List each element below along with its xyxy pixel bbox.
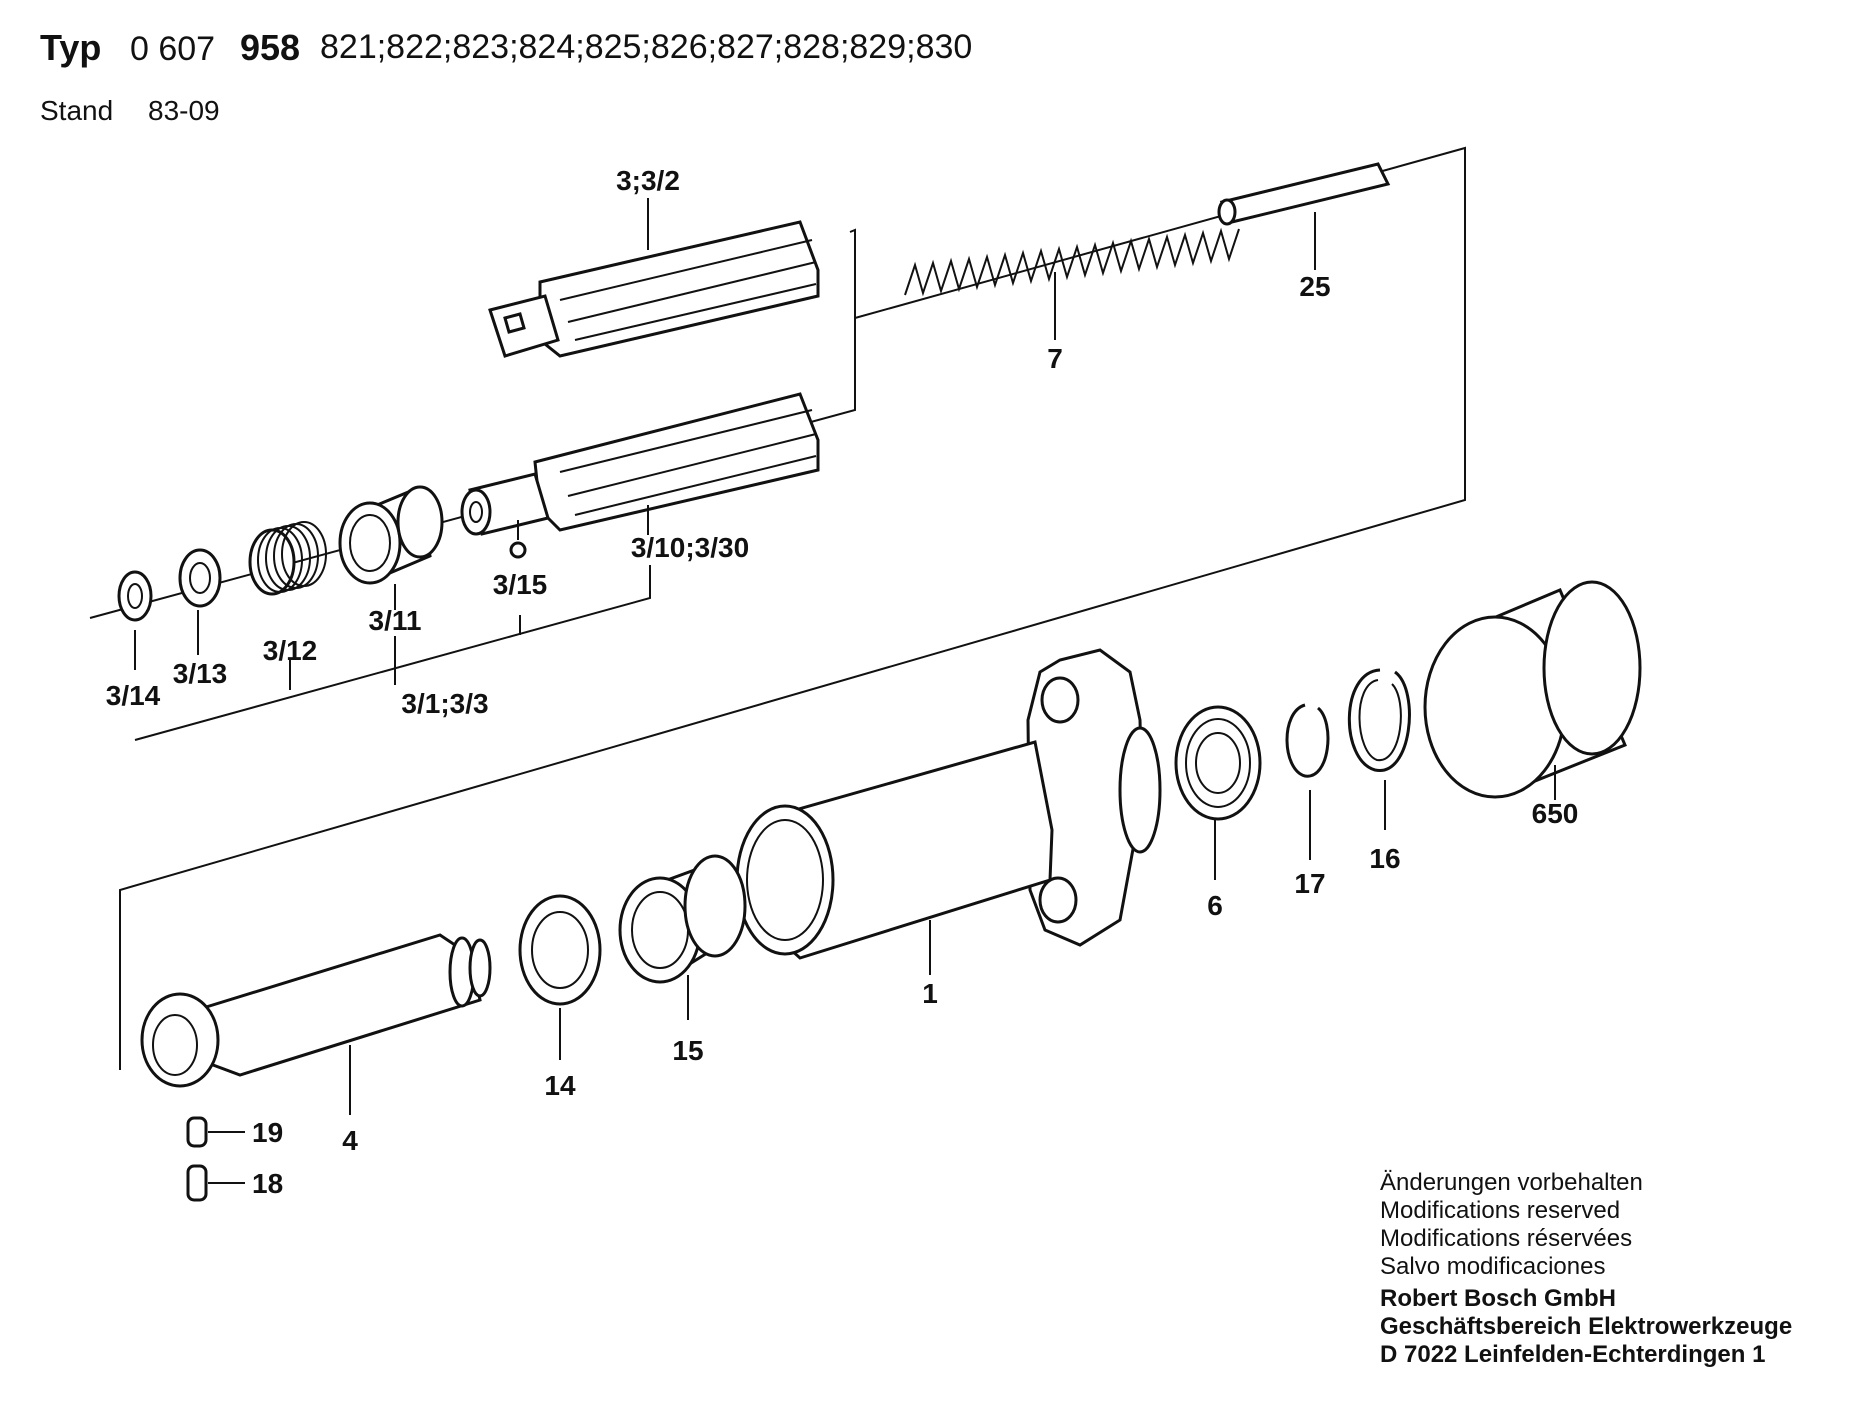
part-6-bearing — [1174, 705, 1262, 880]
part-3-3-2-splined-shaft — [488, 198, 820, 358]
part-7-spring — [904, 227, 1240, 340]
stand-label: Stand — [40, 95, 113, 126]
part-number-prefix: 0 607 — [130, 30, 215, 68]
callout-4: 4 — [342, 1125, 358, 1156]
part-3-13-washer — [178, 548, 222, 655]
callout-6: 6 — [1207, 890, 1223, 921]
footer-line-es: Salvo modificaciones — [1380, 1253, 1605, 1280]
part-number-variants: 821;822;823;824;825;826;827;828;829;830 — [320, 28, 972, 66]
callout-18: 18 — [252, 1168, 283, 1199]
part-16-circlip — [1347, 668, 1411, 830]
part-14-seal-ring — [518, 894, 602, 1060]
part-3-12-spring — [248, 521, 327, 690]
callout-3-10-3-30: 3/10;3/30 — [631, 532, 749, 563]
callout-650: 650 — [1532, 798, 1579, 829]
callout-3-14: 3/14 — [106, 680, 161, 711]
callout-3-13: 3/13 — [173, 658, 228, 689]
callout-3-12: 3/12 — [263, 635, 318, 666]
part-15-needle-bush — [618, 854, 747, 1020]
part-25-pin — [1217, 162, 1391, 270]
callout-16: 16 — [1369, 843, 1400, 874]
callout-25: 25 — [1299, 271, 1330, 302]
footer-notes: Änderungen vorbehalten Modifications res… — [1380, 1169, 1792, 1368]
part-number-bold: 958 — [240, 27, 300, 68]
part-3-14-circlip — [117, 570, 153, 670]
footer-company-address: D 7022 Leinfelden-Echterdingen 1 — [1380, 1341, 1765, 1368]
callout-3-1-3-3: 3/1;3/3 — [401, 688, 488, 719]
callout-17: 17 — [1294, 868, 1325, 899]
footer-line-en: Modifications reserved — [1380, 1197, 1620, 1224]
part-4-spindle — [140, 933, 492, 1115]
callout-1: 1 — [922, 978, 938, 1009]
typ-label: Typ — [40, 27, 101, 68]
part-1-housing — [735, 648, 1162, 975]
callout-3-15: 3/15 — [493, 569, 548, 600]
footer-company-division: Geschäftsbereich Elektrowerkzeuge — [1380, 1313, 1792, 1340]
callout-3-11: 3/11 — [369, 605, 422, 636]
callout-3-3-2: 3;3/2 — [616, 165, 680, 196]
callout-15: 15 — [672, 1035, 703, 1066]
callout-14: 14 — [544, 1070, 576, 1101]
callout-labels: 3;3/2 25 7 3/10;3/30 3/15 3/11 3/12 3/13… — [106, 165, 1579, 1199]
bracket-3-1 — [134, 565, 651, 741]
part-17-circlip — [1285, 703, 1330, 860]
part-3-11-sleeve — [338, 485, 444, 685]
part-19-roller — [186, 1116, 245, 1148]
footer-company-name: Robert Bosch GmbH — [1380, 1285, 1616, 1312]
stand-value: 83-09 — [148, 95, 220, 126]
footer-line-fr: Modifications réservées — [1380, 1225, 1632, 1252]
callout-7: 7 — [1047, 343, 1063, 374]
part-18-roller — [186, 1164, 245, 1202]
header: Typ 0 607 958 821;822;823;824;825;826;82… — [40, 27, 972, 126]
footer-line-de: Änderungen vorbehalten — [1380, 1169, 1643, 1196]
part-650-cover — [1423, 580, 1642, 800]
part-3-15-ball — [509, 520, 527, 635]
callout-19: 19 — [252, 1117, 283, 1148]
part-3-10-3-30-splined-shaft — [460, 392, 820, 536]
